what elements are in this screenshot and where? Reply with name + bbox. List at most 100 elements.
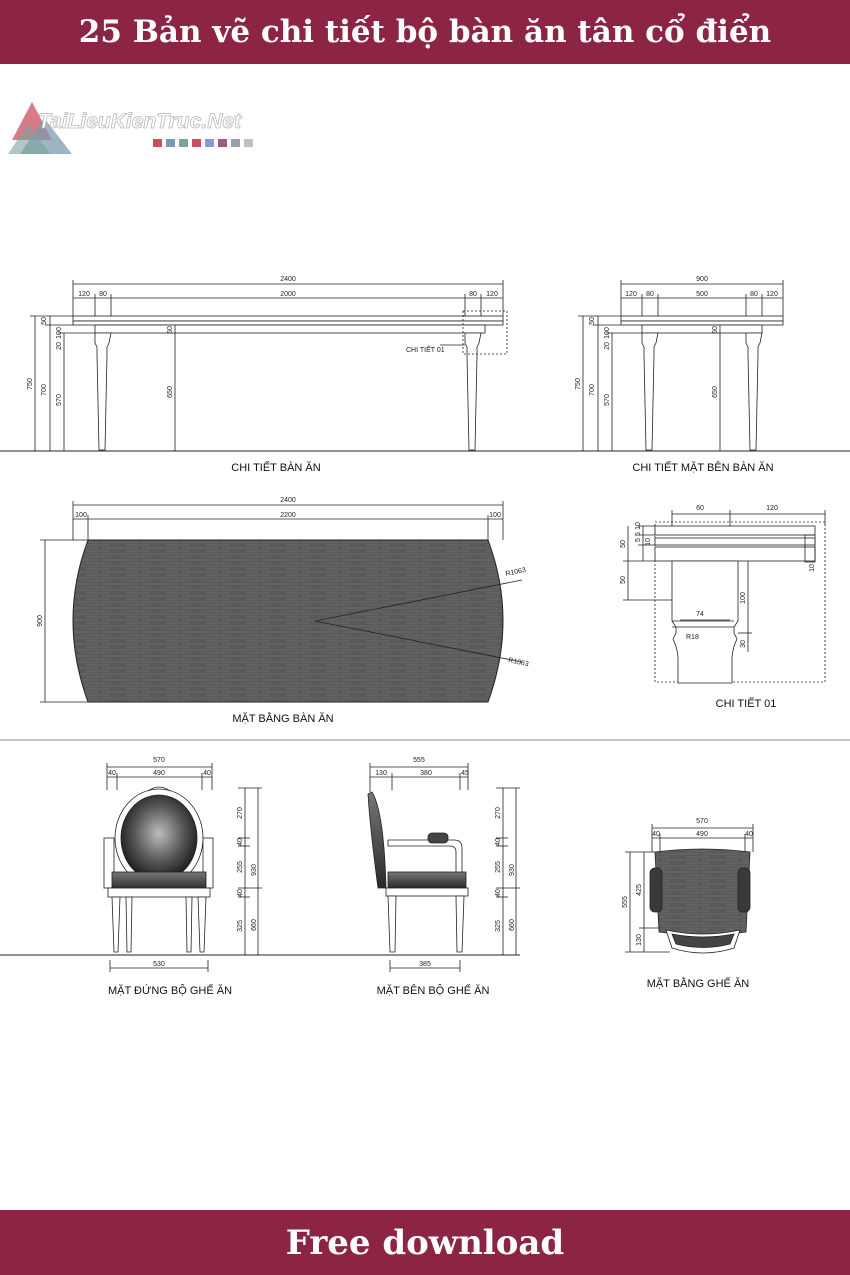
- dim-label: 120: [486, 291, 498, 298]
- dim-label: 570: [696, 818, 708, 825]
- dim-label: 930: [509, 864, 516, 876]
- dim-label: 570: [56, 394, 63, 406]
- dim-label: 490: [696, 831, 708, 838]
- dim-label: 80: [99, 291, 107, 298]
- dim-label: 30: [740, 640, 747, 648]
- dim-label: 750: [27, 378, 34, 390]
- chair-side-elevation: 555 130 380 45 385 270 40 255 40 325 930…: [367, 757, 520, 997]
- logo-swatch: [192, 139, 201, 147]
- logo-swatch: [205, 139, 214, 147]
- dim-label: 900: [37, 615, 44, 627]
- dim-label: 40: [495, 889, 502, 897]
- dim-label: 100: [489, 512, 501, 519]
- caption-chair-front: MẶT ĐỨNG BỘ GHẾ ĂN: [108, 984, 232, 997]
- caption-table-plan: MẶT BẰNG BÀN ĂN: [232, 712, 333, 725]
- dim-label: 50: [620, 540, 627, 548]
- dim-label: 2200: [280, 512, 296, 519]
- dim-label: 40: [495, 838, 502, 846]
- dim-label: 40: [108, 770, 116, 777]
- dim-label: 660: [251, 919, 258, 931]
- dim-label: 270: [495, 807, 502, 819]
- dim-label: 20: [56, 342, 63, 350]
- caption-table-side: CHI TIẾT MẶT BÊN BÀN ĂN: [632, 461, 773, 474]
- dim-label: 900: [696, 276, 708, 283]
- dim-label: 380: [420, 770, 432, 777]
- dim-label: 40: [237, 838, 244, 846]
- dim-label: 555: [413, 757, 425, 764]
- dim-label: 20: [604, 342, 611, 350]
- dim-label: 425: [636, 884, 643, 896]
- detail-callout: CHI TIẾT 01: [406, 344, 445, 354]
- page-title: 25 Bản vẽ chi tiết bộ bàn ăn tân cổ điển: [78, 14, 772, 50]
- dim-label: 570: [604, 394, 611, 406]
- dim-label: 5: [635, 532, 642, 536]
- table-side-elevation: [578, 280, 784, 451]
- dim-label: 50: [712, 326, 719, 334]
- dim-label: 255: [495, 861, 502, 873]
- free-download-label[interactable]: Free download: [285, 1222, 565, 1263]
- table-front-elevation: [30, 280, 508, 451]
- dim-label: 100: [740, 592, 747, 604]
- dim-label: 2400: [280, 497, 296, 504]
- logo-swatch: [153, 139, 162, 147]
- dim-label: 650: [712, 386, 719, 398]
- dim-label: 50: [589, 317, 596, 325]
- dim-label: 120: [625, 291, 637, 298]
- dim-label: 555: [622, 896, 629, 908]
- logo-swatch: [231, 139, 240, 147]
- dim-label: 570: [153, 757, 165, 764]
- dim-label: 660: [509, 919, 516, 931]
- dim-label: 385: [419, 961, 431, 968]
- dim-label: 270: [237, 807, 244, 819]
- dim-label: 100: [604, 327, 611, 339]
- dim-label: R1063: [508, 657, 530, 668]
- dim-label: 5: [635, 538, 642, 542]
- caption-table-front: CHI TIẾT BÀN ĂN: [231, 461, 321, 474]
- dim-label: 2000: [280, 291, 296, 298]
- dim-label: 60: [696, 505, 704, 512]
- logo-swatch: [244, 139, 253, 147]
- detail-01: 60 120 10 5 5 10 50 50 10 74 R18 100 30 …: [620, 505, 826, 710]
- footer-banner[interactable]: Free download: [0, 1210, 850, 1275]
- dim-label: 120: [766, 505, 778, 512]
- dim-label: 40: [203, 770, 211, 777]
- dim-label: 40: [745, 831, 753, 838]
- dim-label: 325: [495, 920, 502, 932]
- dim-label: 130: [636, 934, 643, 946]
- chair-front-elevation: 570 40 490 40 530 270 40 255 40 325 930 …: [103, 757, 262, 997]
- dim-label: 325: [237, 920, 244, 932]
- logo-swatch: [166, 139, 175, 147]
- watermark-text: TaiLieuKienTruc.Net: [38, 110, 242, 133]
- dim-label: 80: [646, 291, 654, 298]
- dim-label: 490: [153, 770, 165, 777]
- dim-label: 50: [167, 326, 174, 334]
- dim-label: 530: [153, 961, 165, 968]
- table-front-dims: 2400 120 80 2000 80 120 750 700 570 50 1…: [27, 276, 498, 474]
- dim-label: 2400: [280, 276, 296, 283]
- dim-label: 650: [167, 386, 174, 398]
- dim-label: 500: [696, 291, 708, 298]
- dim-label: 120: [78, 291, 90, 298]
- dim-label: 10: [809, 564, 816, 572]
- logo-swatch: [218, 139, 227, 147]
- dim-label: 10: [645, 538, 652, 546]
- watermark-logo: TaiLieuKienTruc.Net: [8, 102, 253, 154]
- dim-label: 50: [41, 317, 48, 325]
- logo-swatch: [179, 139, 188, 147]
- table-side-dims: 900 120 80 500 80 120 750 700 570 50 100…: [575, 276, 778, 474]
- dim-label: 700: [589, 384, 596, 396]
- dim-label: 80: [750, 291, 758, 298]
- dim-label: 130: [375, 770, 387, 777]
- dim-label: 10: [635, 522, 642, 530]
- caption-detail: CHI TIẾT 01: [716, 697, 777, 710]
- table-plan: 2400 100 2200 100 900 R1063 R1063 MẶT BẰ…: [37, 497, 529, 725]
- dim-label: 40: [237, 889, 244, 897]
- logo-swatches: [153, 139, 253, 147]
- dim-label: R18: [686, 634, 699, 641]
- dim-label: 930: [251, 864, 258, 876]
- caption-chair-side: MẶT BÊN BỘ GHẾ ĂN: [377, 984, 490, 997]
- dim-label: 80: [469, 291, 477, 298]
- caption-chair-plan: MẶT BẰNG GHẾ ĂN: [647, 977, 750, 990]
- top-banner: 25 Bản vẽ chi tiết bộ bàn ăn tân cổ điển: [0, 0, 850, 64]
